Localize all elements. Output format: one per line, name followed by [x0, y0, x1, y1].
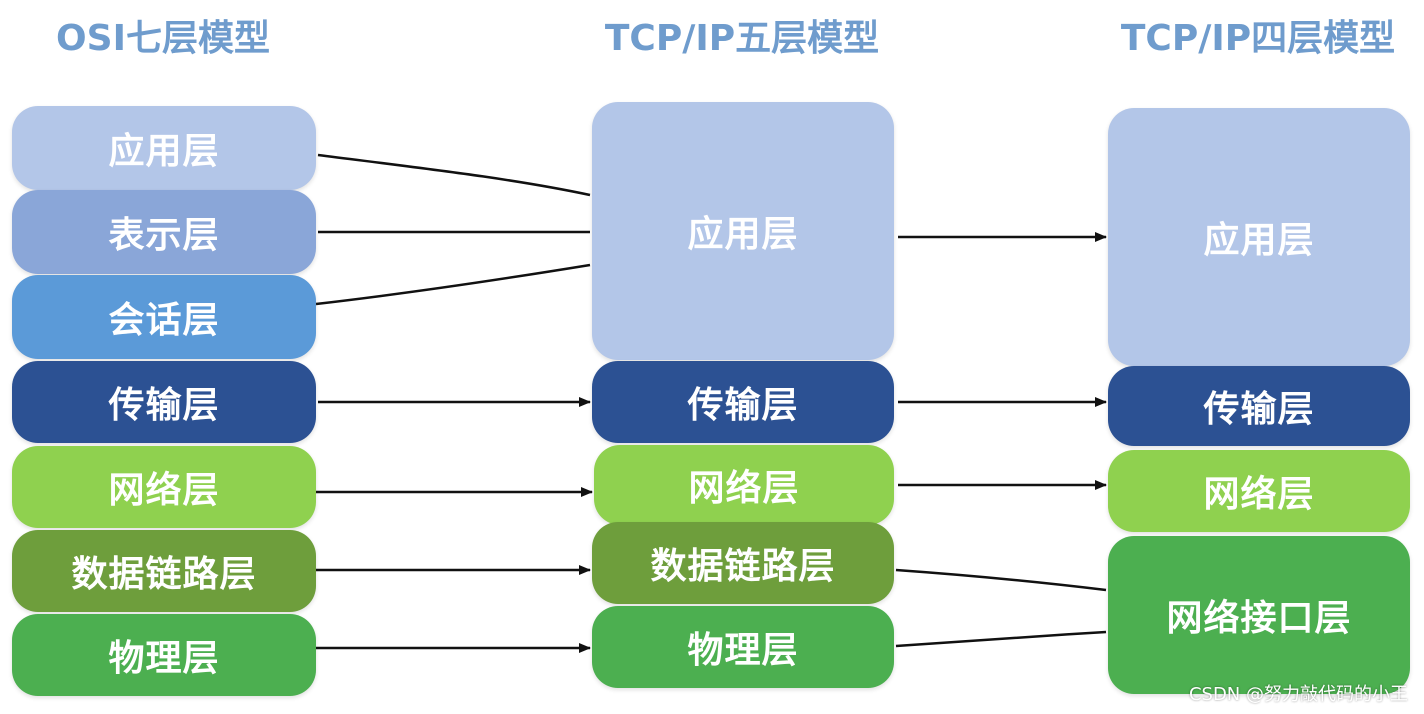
osi-session-layer: 会话层 [12, 275, 316, 359]
tcp5-application-layer: 应用层 [592, 102, 894, 360]
tcp5-transport-layer: 传输层 [592, 361, 894, 443]
connector-tcp5-datalink-to-tcp4-interface [895, 568, 1107, 592]
tcp4-column-title: TCP/IP四层模型 [1120, 18, 1396, 59]
tcp5-network-layer: 网络层 [594, 445, 894, 525]
osi-application-layer: 应用层 [12, 106, 316, 190]
osi-network-layer: 网络层 [12, 446, 316, 528]
osi-transport-layer: 传输层 [12, 361, 316, 443]
connector-osi-application-to-tcp5-application [317, 153, 591, 197]
tcp5-datalink-layer: 数据链路层 [592, 522, 894, 604]
tcp4-network-layer: 网络层 [1108, 450, 1410, 532]
osi-physical-layer: 物理层 [12, 614, 316, 696]
tcp5-physical-layer: 物理层 [592, 606, 894, 688]
tcp5-column-title: TCP/IP五层模型 [604, 18, 880, 59]
connector-osi-session-to-tcp5-application [315, 263, 591, 306]
osi-presentation-layer: 表示层 [12, 190, 316, 274]
tcp4-transport-layer: 传输层 [1108, 366, 1410, 446]
tcp4-network-interface-layer: 网络接口层 [1108, 536, 1410, 694]
osi-column-title: OSI七层模型 [56, 18, 270, 59]
connector-tcp5-physical-to-tcp4-interface [895, 630, 1107, 648]
tcp4-application-layer: 应用层 [1108, 108, 1410, 366]
csdn-watermark: CSDN @努力敲代码的小王 [1188, 684, 1408, 705]
osi-datalink-layer: 数据链路层 [12, 530, 316, 612]
